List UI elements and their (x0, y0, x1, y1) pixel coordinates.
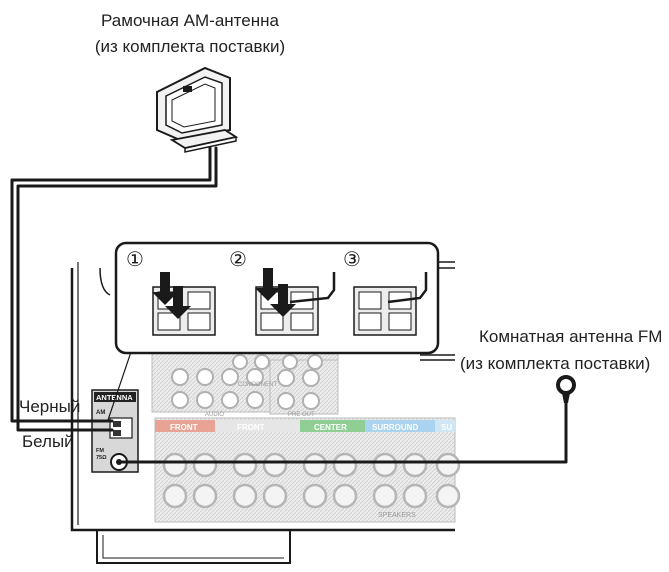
step-2-number: ② (229, 247, 247, 271)
fm-terminal-label: FM (96, 448, 104, 454)
speaker-section-front-l: FRONT (237, 423, 265, 432)
speaker-section-surround: SURROUND (372, 423, 418, 432)
connection-steps-callout: ① ② ③ (116, 243, 438, 353)
am-loop-antenna (157, 68, 236, 152)
rear-panel: AUDIO PRE OUT COMPONENT FRONT FRONT CENT… (152, 352, 459, 522)
component-label: COMPONENT (238, 382, 277, 388)
fm-indoor-antenna (558, 377, 574, 420)
pre-out-label: PRE OUT (288, 412, 315, 418)
step-3-terminal (354, 287, 416, 335)
step-3-number: ③ (343, 247, 361, 271)
am-terminal-label: AM (96, 410, 105, 416)
step-1-number: ① (126, 247, 144, 271)
speaker-section-front-r: FRONT (170, 423, 198, 432)
speakers-label: SPEAKERS (378, 512, 416, 519)
speaker-section-su: SU (441, 423, 452, 432)
fm-ohm-label: 75Ω (96, 455, 107, 461)
speaker-section-center: CENTER (314, 423, 347, 432)
audio-label: AUDIO (205, 412, 224, 418)
